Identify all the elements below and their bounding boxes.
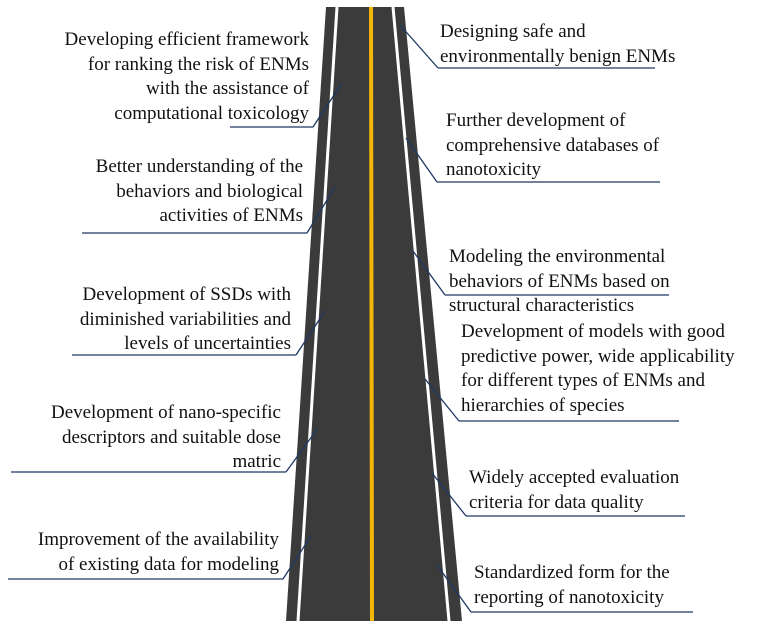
left-leader-diagonal-3	[295, 310, 326, 356]
left-leader-diagonal-5	[282, 535, 312, 580]
right-leader-diagonal-5	[431, 472, 467, 517]
left-label-1: Developing efficient framework for rankin…	[65, 28, 309, 126]
label-line: predictive power, wide applicability	[461, 345, 735, 367]
label-line: nanotoxicity	[446, 159, 541, 180]
right-label-5: Widely accepted evaluation criteria for d…	[469, 466, 679, 515]
left-label-4: Development of nano-specific descriptors …	[51, 401, 281, 475]
right-label-2: Further development of comprehensive data…	[446, 109, 659, 183]
label-line: computational toxicology	[114, 102, 309, 124]
label-line: Development of SSDs with	[82, 284, 291, 305]
right-label-6: Standardized form for the reporting of na…	[474, 561, 670, 610]
label-line: Modeling the environmental	[449, 246, 666, 267]
label-line: Improvement of the availability	[37, 529, 279, 550]
road-left-edge-line	[296, 6, 339, 622]
right-leader-diagonal-3	[412, 250, 446, 296]
right-leader-diagonal-6	[436, 564, 472, 613]
label-line: comprehensive databases of	[446, 134, 660, 156]
left-label-3: Development of SSDs with diminished varia…	[80, 283, 291, 357]
label-line: reporting of nanotoxicity	[474, 586, 664, 608]
label-line: Standardized form for the	[474, 562, 670, 583]
left-label-5: Improvement of the availability of existi…	[38, 528, 279, 577]
right-label-1: Designing safe and environmentally benign…	[440, 20, 675, 69]
label-line: hierarchies of species	[461, 394, 625, 416]
label-line: structural characteristics	[449, 295, 635, 316]
left-leader-diagonal-2	[306, 186, 336, 234]
label-line: environmentally benign ENMs	[440, 45, 676, 67]
label-line: criteria for data quality	[469, 491, 644, 513]
right-leader-diagonal-4	[424, 378, 460, 422]
label-line: levels of uncertainties	[124, 333, 291, 354]
label-line: behaviors and biological	[116, 180, 303, 202]
label-line: diminished variabilities and	[79, 308, 291, 330]
road-center-line	[369, 6, 374, 622]
right-leader-diagonal-1	[399, 24, 439, 69]
label-line: Further development of	[446, 110, 626, 131]
label-line: matric	[232, 451, 281, 472]
left-leader-diagonal-1	[312, 82, 343, 128]
road-surface	[286, 7, 462, 621]
leader-lines	[8, 24, 693, 613]
road-right-edge-line	[391, 6, 451, 622]
label-line: for different types of ENMs and	[461, 370, 705, 391]
label-line: Designing safe and	[440, 21, 586, 42]
label-line: for ranking the risk of ENMs	[87, 53, 309, 75]
left-leader-diagonal-4	[285, 427, 319, 473]
label-line: Development of models with good	[461, 321, 725, 342]
label-line: Development of nano-specific	[50, 402, 281, 423]
label-line: Better understanding of the	[95, 156, 303, 177]
label-line: descriptors and suitable dose	[62, 426, 281, 448]
left-label-2: Better understanding of the behaviors and…	[96, 155, 303, 229]
right-leader-diagonal-2	[405, 137, 438, 183]
label-line: behaviors of ENMs based on	[449, 270, 670, 292]
label-line: Developing efficient framework	[64, 29, 309, 50]
label-line: of existing data for modeling	[58, 553, 279, 575]
label-line: Widely accepted evaluation	[469, 467, 680, 488]
label-line: activities of ENMs	[159, 205, 303, 226]
label-line: with the assistance of	[145, 78, 309, 99]
right-label-4: Development of models with good predictiv…	[461, 320, 735, 418]
right-label-3: Modeling the environmental behaviors of E…	[449, 245, 670, 319]
